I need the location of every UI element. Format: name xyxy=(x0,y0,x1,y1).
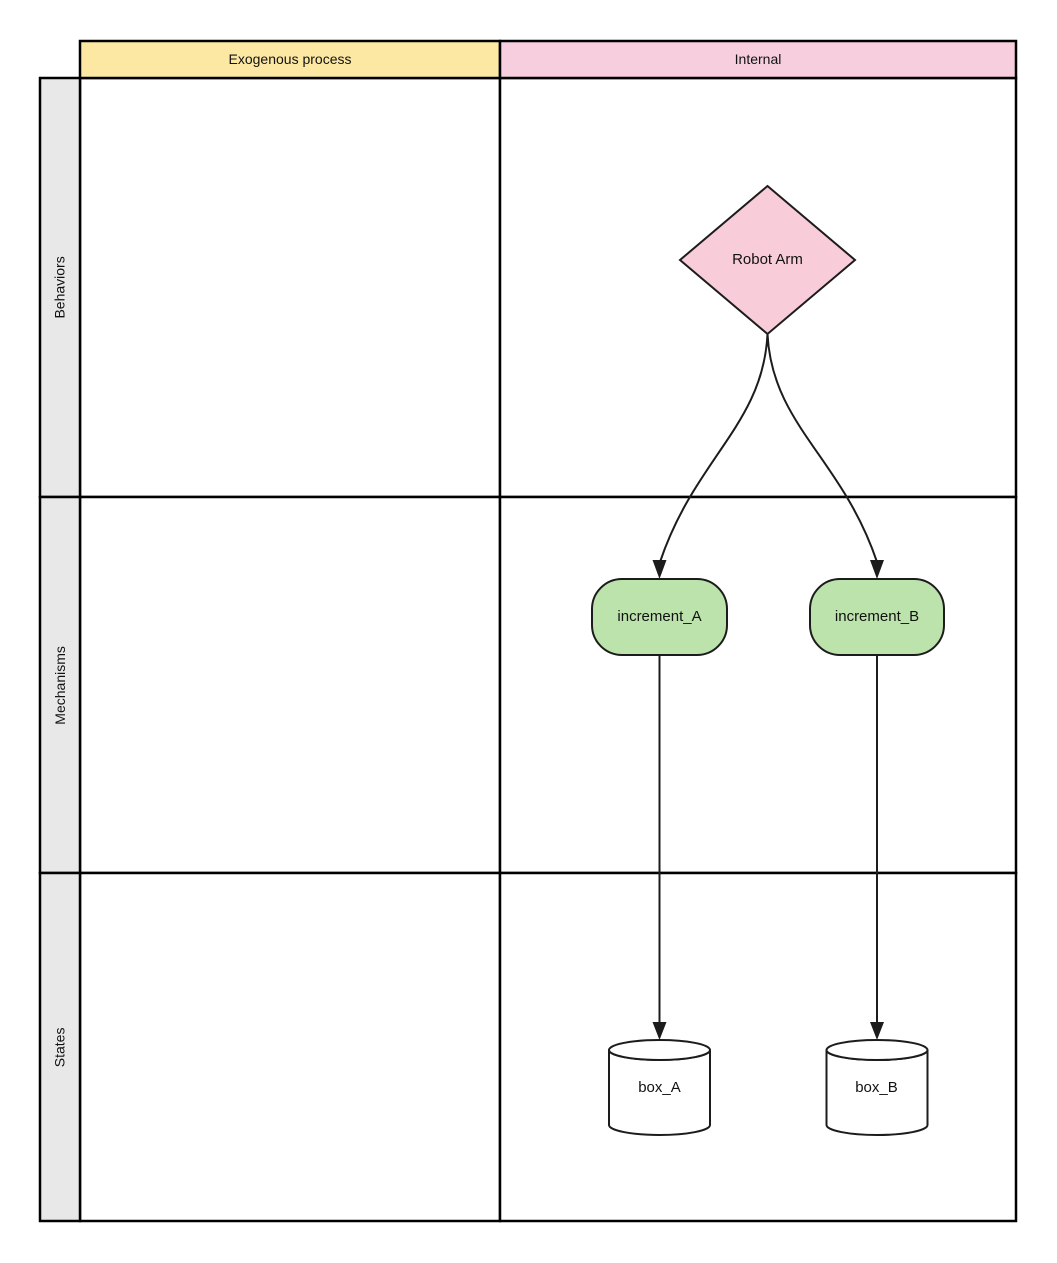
edge-robot-arm-to-increment-a xyxy=(659,333,769,563)
column-header-internal-bg xyxy=(498,39,1018,80)
arrowhead-increment-a xyxy=(652,560,667,579)
increment-b-shape xyxy=(809,578,945,656)
edge-arrowheads xyxy=(652,560,884,1040)
cell-states-internal xyxy=(498,871,1018,1223)
box-b-cylinder-top xyxy=(825,1039,929,1061)
edge-lines xyxy=(658,333,878,1024)
cell-mechanisms-exogenous xyxy=(78,495,502,875)
cell-behaviors-exogenous xyxy=(78,76,502,499)
row-header-behaviors-bg xyxy=(38,76,82,499)
row-header-states-bg xyxy=(38,871,82,1223)
row-header-mechanisms-bg xyxy=(38,495,82,875)
arrowhead-box-a xyxy=(652,1022,667,1040)
cell-mechanisms-internal xyxy=(498,495,1018,875)
column-header-exogenous-bg xyxy=(78,39,502,80)
edge-robot-arm-to-increment-b xyxy=(766,333,878,563)
box-a-cylinder-top xyxy=(608,1039,711,1061)
cell-states-exogenous xyxy=(78,871,502,1223)
arrowhead-increment-b xyxy=(870,560,884,579)
arrowhead-box-b xyxy=(870,1022,884,1040)
node-shapes xyxy=(591,184,945,1136)
increment-a-shape xyxy=(591,578,728,656)
box-b-cylinder-body xyxy=(825,1049,929,1136)
robot-arm-diamond xyxy=(678,184,857,336)
swimlane-grid xyxy=(38,39,1018,1223)
box-a-cylinder-body xyxy=(608,1049,711,1136)
